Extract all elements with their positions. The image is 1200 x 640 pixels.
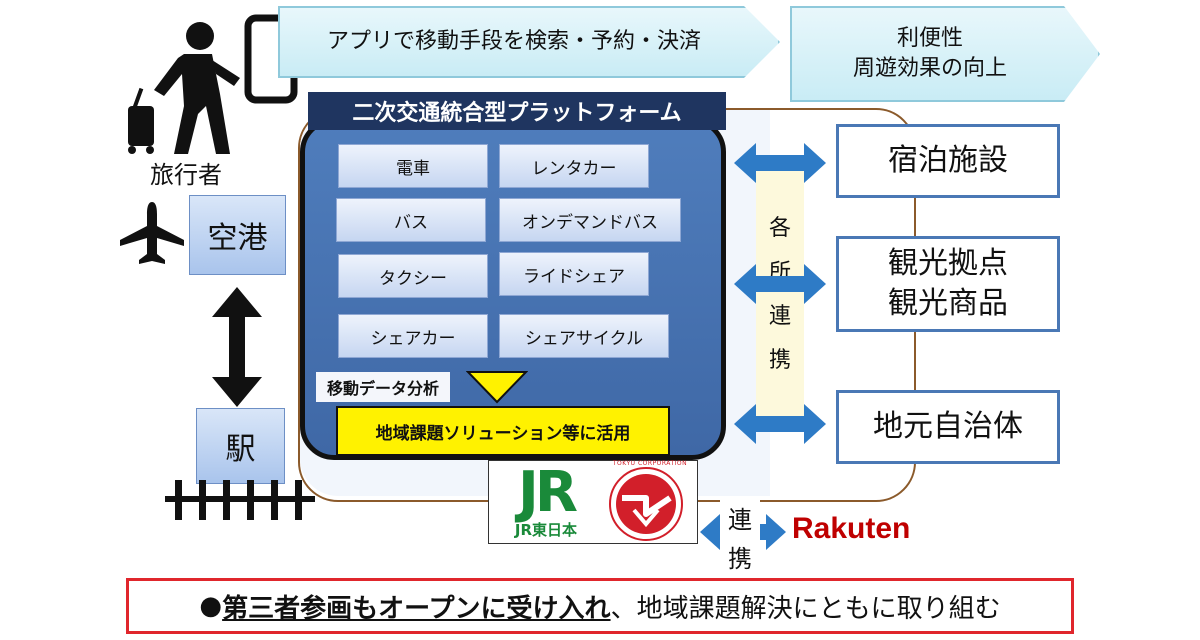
service-on-demand-bus: オンデマンドバス — [499, 198, 681, 242]
station-label: 駅 — [225, 432, 256, 467]
double-arrow-tourism — [734, 264, 826, 304]
partner-accommodation: 宿泊施設 — [836, 124, 1060, 198]
partner-label: 観光拠点 — [888, 246, 1008, 281]
app-arrow: アプリで移動手段を検索・予約・決済 — [278, 6, 780, 78]
jr-name: JR東日本 — [514, 521, 578, 539]
service-label: オンデマンドバス — [522, 212, 658, 233]
railway-track-icon — [165, 480, 315, 520]
solution-box: 地域課題ソリューション等に活用 — [336, 406, 670, 456]
app-arrow-text: アプリで移動手段を検索・予約・決済 — [326, 29, 701, 54]
service-label: シェアサイクル — [524, 328, 644, 349]
airplane-icon — [120, 202, 184, 264]
bottom-link-text: 連 携 — [720, 500, 760, 574]
link-char: 携 — [768, 348, 791, 373]
benefit-line2: 周遊効果の向上 — [852, 56, 1007, 81]
banner-bullet: ● — [199, 591, 223, 621]
platform-title: 二次交通統合型プラットフォーム — [308, 92, 726, 130]
partner-label-2: 観光商品 — [888, 286, 1008, 321]
solution-text: 地域課題ソリューション等に活用 — [375, 423, 631, 444]
partner-municipality: 地元自治体 — [836, 390, 1060, 464]
tokyu-text: TOKYU CORPORATION — [612, 460, 688, 467]
double-arrow-municipality — [734, 404, 826, 444]
rakuten-logo: Rakuten — [792, 512, 911, 545]
traveler-label: 旅行者 — [150, 161, 222, 189]
service-label: タクシー — [379, 268, 447, 289]
service-ride-share: ライドシェア — [499, 252, 649, 296]
airport-label: 空港 — [207, 221, 268, 256]
service-label: 電車 — [396, 158, 430, 179]
tokyu-logo — [609, 467, 683, 541]
banner-rest: 、地域課題解決にともに取り組む — [610, 593, 1001, 624]
service-taxi: タクシー — [338, 254, 488, 298]
platform-title-text: 二次交通統合型プラットフォーム — [352, 101, 682, 126]
link-char: 各 — [768, 216, 791, 241]
data-analysis-text: 移動データ分析 — [326, 379, 439, 398]
bottom-link-char: 携 — [728, 545, 752, 573]
jr-logo: JR JR東日本 — [496, 464, 596, 540]
service-label: バス — [394, 212, 428, 233]
link-char: 連 — [768, 304, 791, 329]
service-share-cycle: シェアサイクル — [499, 314, 669, 358]
partner-label: 宿泊施設 — [888, 143, 1008, 178]
bottom-link-char: 連 — [728, 506, 752, 534]
station-box: 駅 — [196, 408, 285, 484]
jr-mark: JR — [518, 460, 578, 525]
benefit-line1: 利便性 — [896, 26, 963, 51]
service-label: ライドシェア — [523, 266, 625, 287]
service-share-car: シェアカー — [338, 314, 488, 358]
banner-emphasis: 第三者参画もオープンに受け入れ — [222, 593, 611, 624]
double-arrow-accommodation — [734, 143, 826, 183]
partner-label: 地元自治体 — [873, 409, 1023, 444]
partner-tourism: 観光拠点 観光商品 — [836, 236, 1060, 332]
bottom-banner: ● 第三者参画もオープンに受け入れ 、地域課題解決にともに取り組む — [126, 578, 1074, 634]
service-train: 電車 — [338, 144, 488, 188]
service-rental-car: レンタカー — [499, 144, 649, 188]
benefit-arrow: 利便性 周遊効果の向上 — [790, 6, 1100, 102]
link-column — [756, 170, 804, 432]
double-arrow-vertical — [212, 287, 262, 407]
down-triangle-icon — [466, 371, 528, 404]
service-label: シェアカー — [370, 328, 456, 349]
data-analysis-label: 移動データ分析 — [316, 372, 450, 402]
service-bus: バス — [336, 198, 486, 242]
service-label: レンタカー — [531, 158, 617, 179]
traveler-icon — [128, 14, 298, 154]
airport-box: 空港 — [189, 195, 286, 275]
